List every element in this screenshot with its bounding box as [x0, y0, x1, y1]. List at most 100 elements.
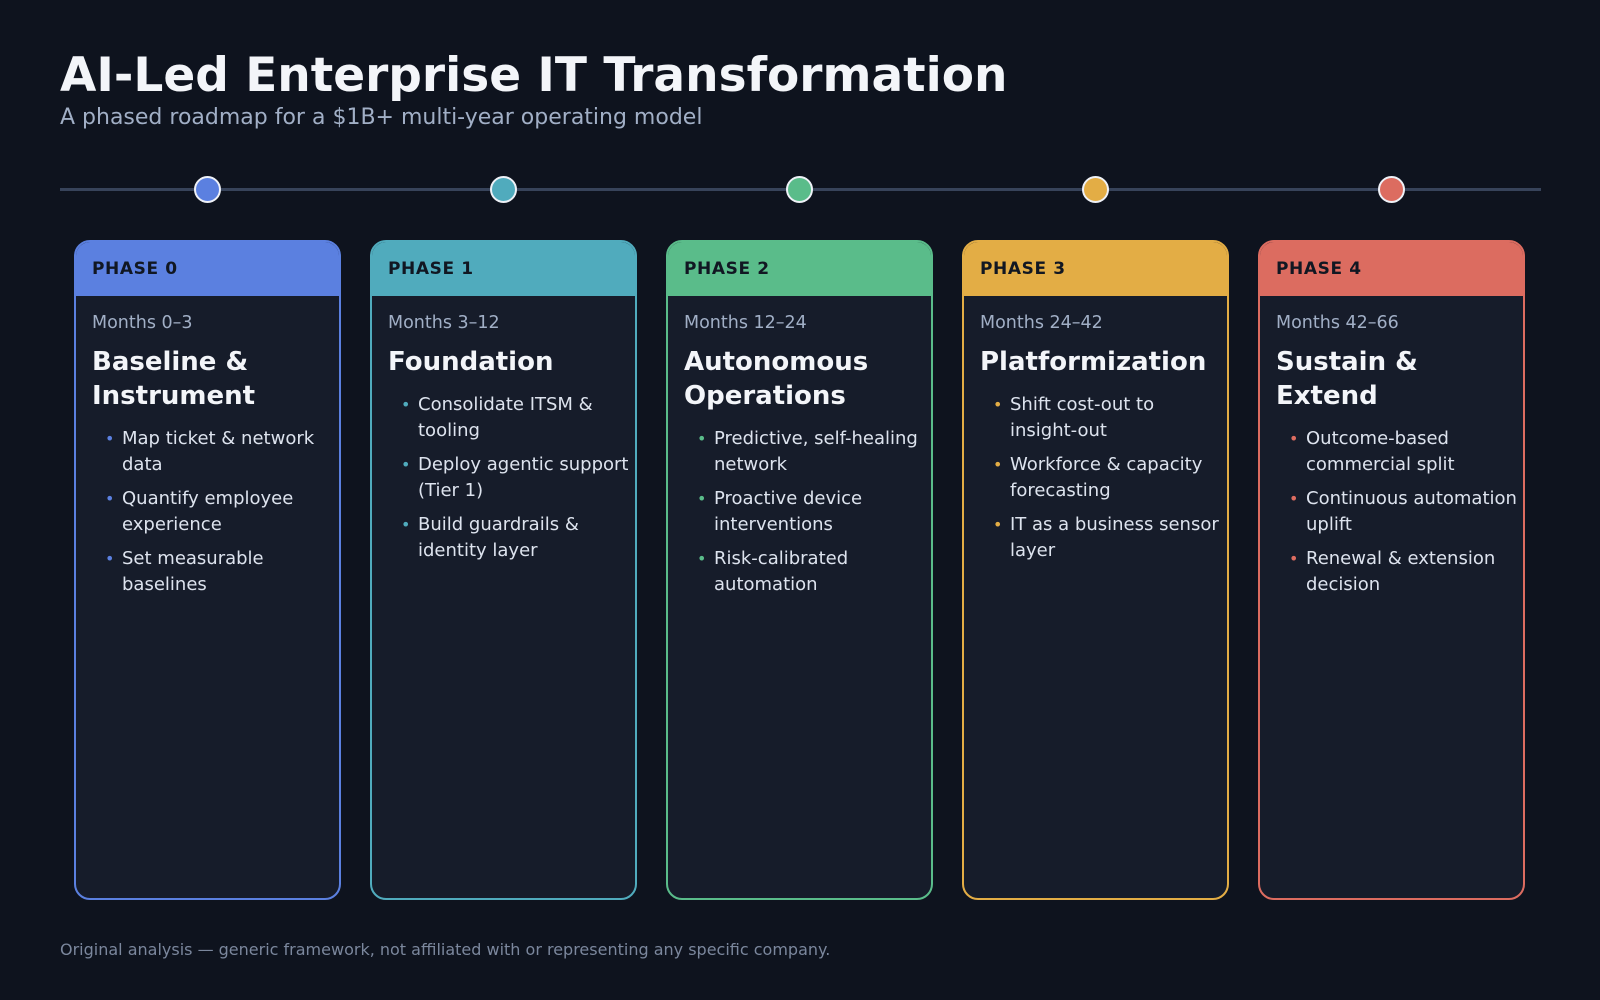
phase-months: Months 0–3 [92, 313, 193, 333]
list-item: • Workforce & capacity forecasting [980, 452, 1227, 504]
bullet-icon: • [993, 455, 1003, 474]
list-item: • Quantify employee experience [92, 486, 339, 538]
list-item: • Set measurable baselines [92, 546, 339, 598]
list-item-line: decision [1306, 574, 1381, 595]
list-item-line: IT as a business sensor [1010, 514, 1219, 535]
phase-label: PHASE 4 [1260, 242, 1523, 296]
phase-items-list: • Shift cost-out to insight-out • Workforce … [980, 392, 1227, 564]
phase-title-line: Operations [684, 381, 846, 411]
list-item: • Risk-calibrated automation [684, 546, 931, 598]
phase-items-list: • Consolidate ITSM & tooling • Deploy agenti… [388, 392, 635, 564]
list-item-line: Quantify employee [122, 488, 294, 509]
phase-label: PHASE 3 [964, 242, 1227, 296]
timeline-node-phase-3 [1081, 176, 1109, 203]
bullet-icon: • [1289, 429, 1299, 448]
phase-title-line: Instrument [92, 381, 256, 411]
phase-label: PHASE 2 [668, 242, 931, 296]
phase-title-line: Extend [1276, 381, 1378, 411]
list-item: • Renewal & extension decision [1276, 546, 1523, 598]
list-item-line: commercial split [1306, 454, 1455, 475]
timeline-node-phase-0 [193, 176, 221, 203]
list-item-line: Workforce & capacity [1010, 454, 1203, 475]
phase-months: Months 24–42 [980, 313, 1103, 333]
list-item: • IT as a business sensor layer [980, 512, 1227, 564]
list-item-line: Shift cost-out to [1010, 394, 1155, 415]
bullet-icon: • [105, 549, 115, 568]
bullet-icon: • [401, 455, 411, 474]
list-item: • Outcome-based commercial split [1276, 426, 1523, 478]
list-item-line: interventions [714, 514, 833, 535]
timeline-node-phase-1 [489, 176, 517, 203]
bullet-icon: • [993, 515, 1003, 534]
phase-label: PHASE 1 [372, 242, 635, 296]
bullet-icon: • [401, 395, 411, 414]
list-item-line: Outcome-based [1306, 428, 1449, 449]
list-item-line: Proactive device [714, 488, 863, 509]
list-item-line: (Tier 1) [418, 480, 484, 501]
list-item: • Shift cost-out to insight-out [980, 392, 1227, 444]
phase-title-line: Baseline & [92, 347, 249, 377]
phase-items-list: • Predictive, self-healing network • Proacti… [684, 426, 931, 598]
bullet-icon: • [1289, 489, 1299, 508]
list-item-line: Predictive, self-healing [714, 428, 918, 449]
phase-months: Months 42–66 [1276, 313, 1399, 333]
bullet-icon: • [697, 549, 707, 568]
list-item: • Deploy agentic support (Tier 1) [388, 452, 635, 504]
bullet-icon: • [1289, 549, 1299, 568]
bullet-icon: • [105, 489, 115, 508]
list-item-line: Risk-calibrated [714, 548, 849, 569]
phase-items-list: • Outcome-based commercial split • Continuou… [1276, 426, 1523, 598]
list-item-line: network [714, 454, 788, 475]
list-item-line: Consolidate ITSM & [418, 394, 593, 415]
list-item-line: insight-out [1010, 420, 1107, 441]
list-item-line: forecasting [1010, 480, 1111, 501]
phase-title-line: Platformization [980, 347, 1207, 377]
list-item-line: Deploy agentic support [418, 454, 629, 475]
list-item-line: tooling [418, 420, 480, 441]
page-subtitle: A phased roadmap for a $1B+ multi-year o… [60, 105, 703, 130]
list-item: • Map ticket & network data [92, 426, 339, 478]
bullet-icon: • [993, 395, 1003, 414]
list-item-line: automation [714, 574, 818, 595]
list-item-line: Continuous automation [1306, 488, 1517, 509]
timeline-node-phase-4 [1377, 176, 1405, 203]
list-item-line: data [122, 454, 163, 475]
phase-title-line: Foundation [388, 347, 554, 377]
phase-title: Baseline & Instrument [92, 345, 339, 413]
phase-title-line: Autonomous [684, 347, 869, 377]
list-item: • Predictive, self-healing network [684, 426, 931, 478]
bullet-icon: • [105, 429, 115, 448]
phase-title: Platformization [980, 345, 1227, 379]
bullet-icon: • [697, 489, 707, 508]
list-item-line: layer [1010, 540, 1056, 561]
list-item: • Build guardrails & identity layer [388, 512, 635, 564]
phase-title: Foundation [388, 345, 635, 379]
list-item-line: Set measurable [122, 548, 264, 569]
list-item-line: experience [122, 514, 222, 535]
page-title: AI-Led Enterprise IT Transformation [60, 48, 1008, 103]
timeline-node-phase-2 [785, 176, 813, 203]
footer-disclaimer: Original analysis — generic framework, n… [60, 940, 831, 959]
list-item-line: identity layer [418, 540, 538, 561]
list-item-line: Renewal & extension [1306, 548, 1496, 569]
bullet-icon: • [697, 429, 707, 448]
list-item-line: Map ticket & network [122, 428, 315, 449]
phase-months: Months 12–24 [684, 313, 807, 333]
list-item-line: Build guardrails & [418, 514, 579, 535]
phase-title: Sustain &Extend [1276, 345, 1523, 413]
bullet-icon: • [401, 515, 411, 534]
list-item: • Proactive device interventions [684, 486, 931, 538]
phase-items-list: • Map ticket & network data • Quantify emplo… [92, 426, 339, 598]
list-item: • Consolidate ITSM & tooling [388, 392, 635, 444]
list-item-line: baselines [122, 574, 207, 595]
